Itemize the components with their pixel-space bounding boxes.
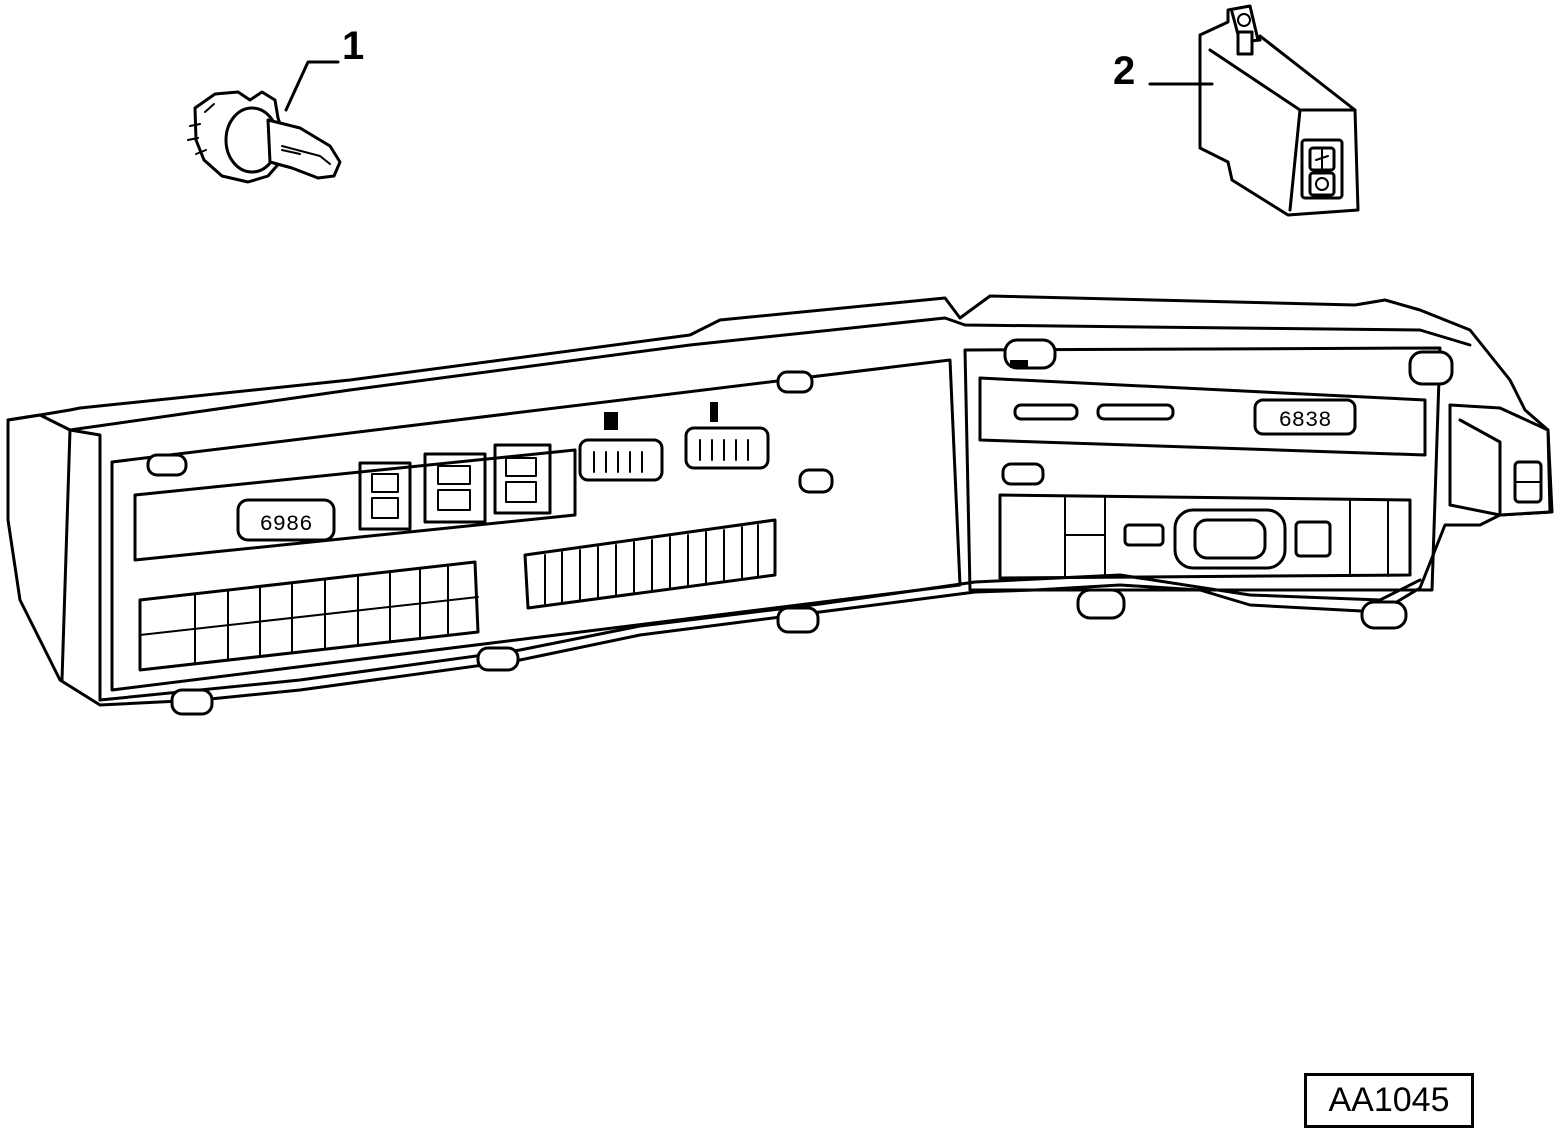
- segment-digits: [358, 443, 552, 531]
- bulb-holder-part: [187, 90, 342, 184]
- reference-code-box: AA1045: [1304, 1073, 1474, 1128]
- bar-graph-segments: [544, 524, 759, 606]
- callout-number-2: 2: [1113, 49, 1136, 93]
- svg-text:6986: 6986: [260, 512, 313, 537]
- warning-light-grid: [139, 565, 479, 664]
- instrument-cluster-assembly: 6986: [6, 294, 1554, 716]
- callout-number-1: 1: [342, 24, 365, 68]
- connector-block-part: [1198, 4, 1360, 217]
- callout-1-leader: [284, 60, 340, 112]
- svg-text:6838: 6838: [1279, 408, 1332, 433]
- reference-code: AA1045: [1328, 1081, 1450, 1119]
